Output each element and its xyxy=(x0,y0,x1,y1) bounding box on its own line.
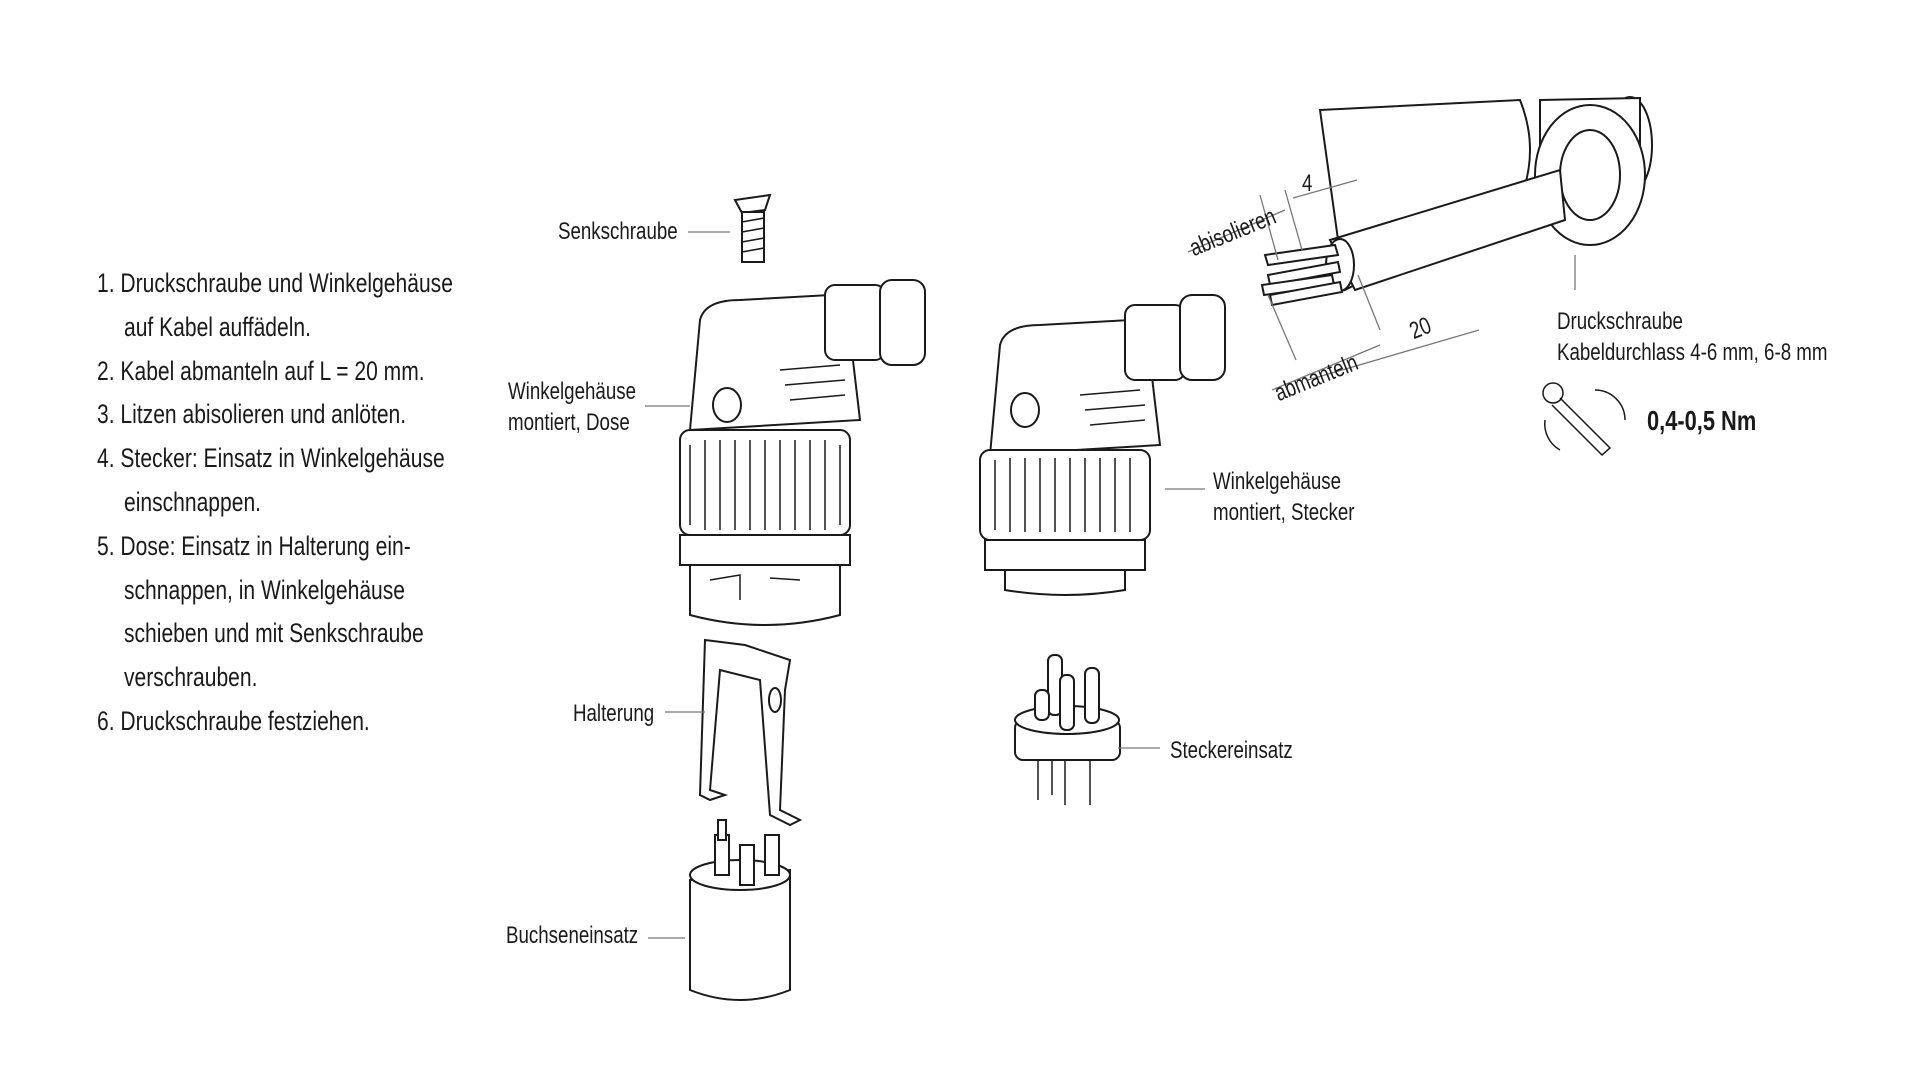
label-steckereinsatz: Steckereinsatz xyxy=(1170,737,1293,764)
holder-bracket xyxy=(698,638,803,827)
step-5: 5. Dose: Einsatz in Halterung ein- xyxy=(97,531,411,561)
label-senkschraube: Senkschraube xyxy=(558,218,678,245)
wrench-torque-icon xyxy=(1542,382,1626,457)
step-1: 1. Druckschraube und Winkelgehäuse xyxy=(97,268,453,298)
angled-housing-socket xyxy=(679,279,926,626)
step-4-cont: einschnappen. xyxy=(124,487,262,517)
plug-insert xyxy=(1014,654,1121,805)
countersunk-screw xyxy=(733,193,772,263)
label-buchseneinsatz: Buchseneinsatz xyxy=(506,922,639,949)
dimension-strip-length: 4 xyxy=(1302,170,1313,197)
step-4: 4. Stecker: Einsatz in Winkelgehäuse xyxy=(97,443,445,473)
label-halterung: Halterung xyxy=(573,700,655,727)
angled-housing-plug xyxy=(979,294,1226,596)
step-2: 2. Kabel abmanteln auf L = 20 mm. xyxy=(97,356,425,386)
step-5-cont-3: verschrauben. xyxy=(124,662,258,692)
step-5-cont-2: schieben und mit Senkschraube xyxy=(124,618,424,648)
cable xyxy=(1187,96,1653,391)
step-1-cont: auf Kabel auffädeln. xyxy=(124,312,311,342)
step-6: 6. Druckschraube festziehen. xyxy=(97,706,370,736)
step-3: 3. Litzen abisolieren und anlöten. xyxy=(97,399,407,429)
torque-value: 0,4-0,5 Nm xyxy=(1647,405,1757,436)
step-5-cont-1: schnappen, in Winkelgehäuse xyxy=(124,575,405,605)
socket-insert xyxy=(689,819,791,1001)
